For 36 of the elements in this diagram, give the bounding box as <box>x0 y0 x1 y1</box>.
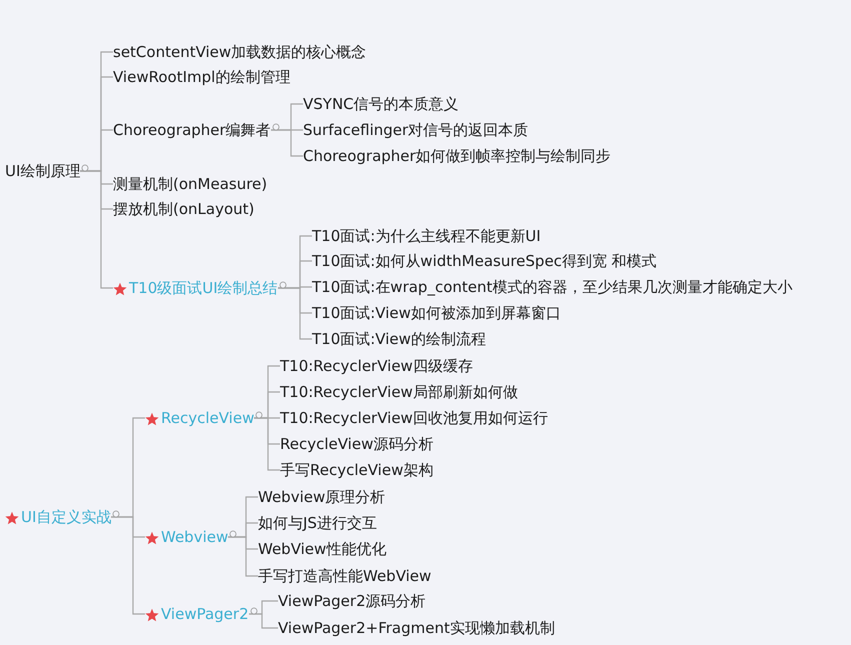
topic-label: 手写RecycleView架构 <box>280 459 434 481</box>
topic-label: Choreographer如何做到帧率控制与绘制同步 <box>303 145 611 167</box>
branch-line <box>249 613 278 629</box>
branch-line <box>271 129 303 157</box>
topic-label: T10:RecyclerView回收池复用如何运行 <box>280 407 548 429</box>
topic-label: T10面试:如何从widthMeasureSpec得到宽 和模式 <box>312 250 657 272</box>
topic-label: T10:RecyclerView局部刷新如何做 <box>280 381 518 403</box>
topic-label: Webview <box>161 528 228 546</box>
topic-label: 手写打造高性能WebView <box>258 565 432 587</box>
topic-label: ViewRootImpl的绘制管理 <box>113 66 290 88</box>
topic-label: ViewPager2 <box>161 605 249 623</box>
topic-label: RecycleView源码分析 <box>280 433 434 455</box>
topic-label: VSYNC信号的本质意义 <box>303 93 459 115</box>
topic-label: T10面试:为什么主线程不能更新UI <box>312 225 541 247</box>
topic-label: 如何与JS进行交互 <box>258 512 377 534</box>
topic-label: Choreographer编舞者 <box>113 119 271 141</box>
branch-line <box>278 287 312 340</box>
topic-label: WebView性能优化 <box>258 538 386 560</box>
topic-label: ViewPager2源码分析 <box>278 590 426 612</box>
topic-label: T10面试:View如何被添加到屏幕窗口 <box>312 302 561 324</box>
topic-label: T10面试:在wrap_content模式的容器，至少结果几次测量才能确定大小 <box>312 276 792 298</box>
topic-label: T10级面试UI绘制总结 <box>129 279 278 297</box>
branch-line <box>228 536 258 577</box>
topic-label: 测量机制(onMeasure) <box>113 173 268 195</box>
branch-line <box>254 417 280 471</box>
topic-label: 摆放机制(onLayout) <box>113 198 254 220</box>
topic-label: RecycleView <box>161 409 254 427</box>
topic-label: ViewPager2+Fragment实现懒加载机制 <box>278 617 555 639</box>
branch-line <box>111 516 145 615</box>
topic-label: UI绘制原理 <box>5 160 80 182</box>
topic-label: T10面试:View的绘制流程 <box>312 328 486 350</box>
topic-label: UI自定义实战 <box>21 508 112 526</box>
topic-label: Webview原理分析 <box>258 486 386 508</box>
topic-label: setContentView加载数据的核心概念 <box>113 41 366 63</box>
topic-label: Surfaceflinger对信号的返回本质 <box>303 119 528 141</box>
topic-label: T10:RecyclerView四级缓存 <box>280 355 473 377</box>
